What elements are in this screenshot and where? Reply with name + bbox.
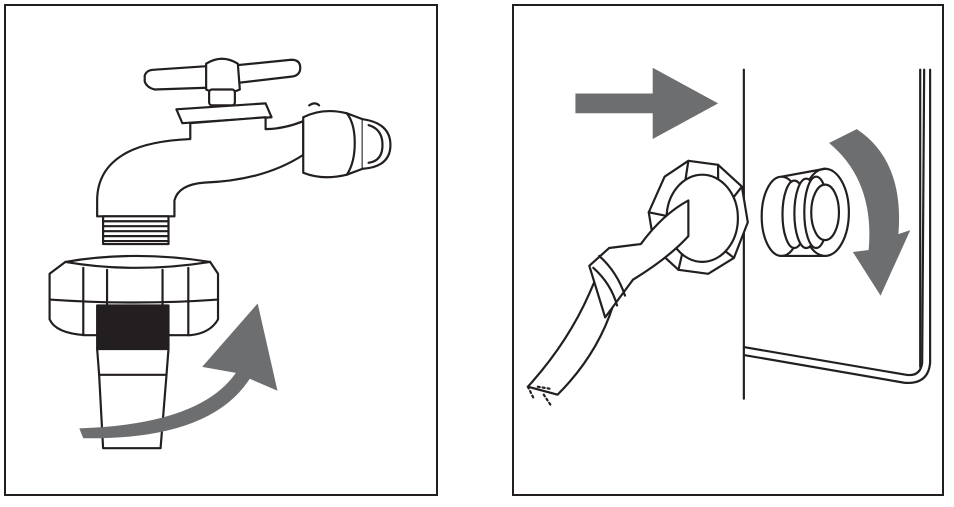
tap-connection-panel	[4, 4, 438, 496]
rotation-arrow-right	[829, 129, 911, 296]
threaded-outlet	[102, 215, 170, 246]
threaded-inlet	[760, 167, 850, 258]
push-arrow	[575, 67, 719, 140]
tap-connection-illustration	[48, 57, 392, 450]
rotation-arrow	[79, 303, 278, 439]
tap-handle	[143, 57, 302, 107]
machine-inlet-illustration	[526, 67, 932, 408]
curved-hose	[526, 199, 690, 408]
machine-inlet-panel	[512, 4, 944, 496]
tap-spout	[96, 102, 392, 218]
hose-coupling-nut	[48, 254, 220, 337]
rubber-seal-band	[96, 304, 170, 351]
